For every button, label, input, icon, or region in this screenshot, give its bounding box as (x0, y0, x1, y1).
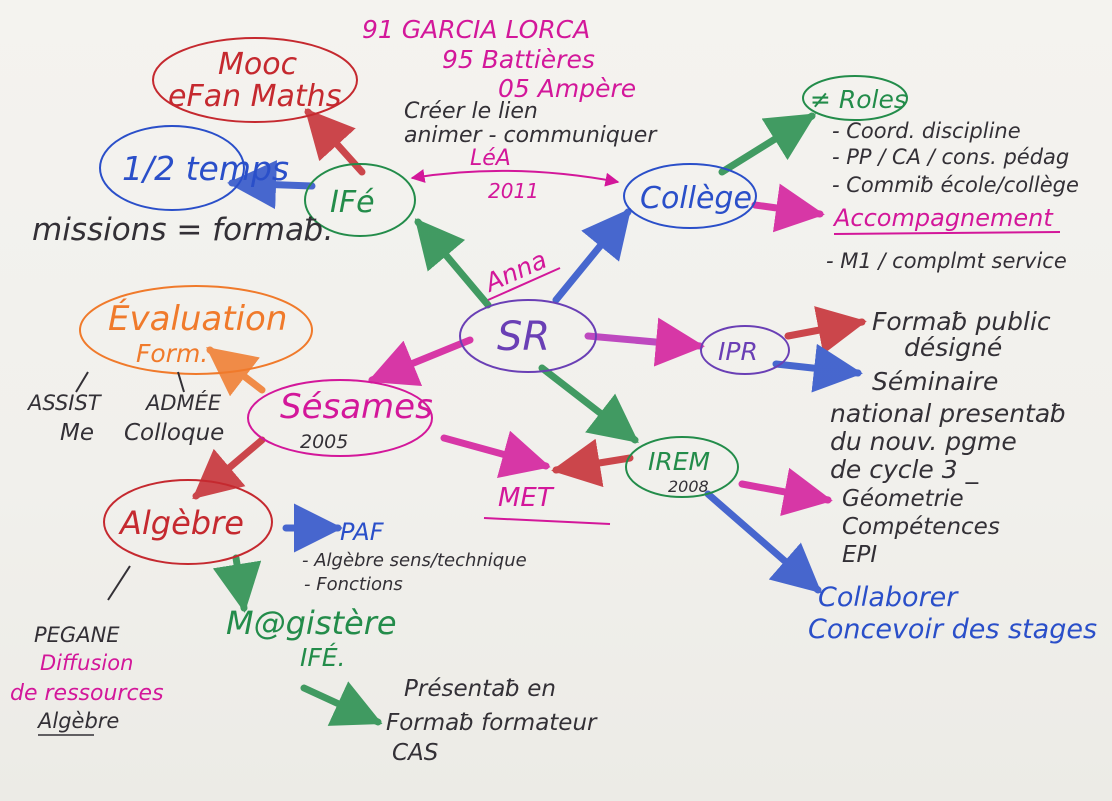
evaluation-right-stem (177, 371, 185, 393)
evaluation-left-stem (75, 371, 89, 393)
irem-year: 2008 (668, 477, 709, 496)
ife-note-line-1: Créer le lien (404, 99, 538, 124)
present-line-2: Formaƀ formateur (386, 710, 598, 736)
arrow-irem-to-topics (738, 467, 833, 517)
formation-line-2: désigné (904, 333, 1002, 362)
irem-topic-epi: EPI (842, 542, 877, 568)
roles-label: ≠ Roles (810, 85, 907, 114)
arrow-irem-to-met (551, 438, 634, 488)
seminar-line-2: national presentaƀ (830, 399, 1066, 428)
college-label: Collège (640, 181, 752, 216)
center-label: SR (497, 314, 550, 360)
present-line-1: Présentaƀ en (404, 676, 556, 702)
arrow-sr-to-ipr (584, 317, 705, 367)
sesames-year: 2005 (300, 431, 348, 453)
algebre-pegane-link (107, 565, 131, 601)
seminar-line-4: de cycle 3 _ (830, 455, 979, 484)
me-text: Me (60, 420, 94, 446)
algebre-small-text: Algèbre (36, 709, 119, 733)
lea-link-arrow (410, 169, 620, 187)
algebre-label: Algèbre (118, 504, 244, 542)
accompagnement-underline (833, 231, 1061, 235)
paf-label: PAF (340, 518, 385, 546)
ife-bubble (304, 163, 416, 237)
formation-line-1: Formaƀ public (872, 307, 1051, 336)
magistere-label: M@gistère (226, 604, 397, 642)
seminar-line-3: du nouv. pgme (830, 427, 1017, 456)
arrow-algebre-to-magistere (212, 554, 262, 613)
pegane-text: PEGANE (34, 623, 120, 647)
mooc-line-1: Mooc (218, 47, 298, 82)
arrow-sesames-to-irem (440, 430, 551, 478)
header-line-3: 05 Ampère (498, 74, 636, 103)
arrow-sr-to-college (552, 208, 632, 304)
arrow-college-to-roles (718, 112, 817, 176)
accompagnement-item: - M1 / complmt service (826, 249, 1067, 273)
college-bubble (623, 163, 757, 229)
arrow-college-to-accomp (751, 183, 825, 233)
arrow-sr-to-irem (538, 364, 639, 444)
arrow-sesames-to-algebre (192, 436, 266, 500)
ipr-bubble (700, 325, 790, 375)
collab-line-1: Collaborer (818, 582, 959, 613)
paf-item-1: - Algèbre sens/technique (302, 550, 527, 571)
header-line-2: 95 Battières (442, 45, 595, 74)
evaluation-line-2: Form. (136, 339, 208, 368)
irem-label: IREM (648, 447, 710, 476)
colloque-text: Colloque (124, 420, 224, 446)
paf-item-2: - Fonctions (304, 574, 403, 595)
arrow-ife-to-demi (227, 160, 316, 210)
center-bubble (459, 299, 597, 373)
ife-note-line-2: animer - communiquer (404, 123, 658, 148)
mooc-line-2: eFan Maths (168, 79, 341, 114)
roles-bubble (802, 75, 908, 121)
demi-bubble (99, 125, 245, 211)
evaluation-bubble (79, 285, 313, 375)
mooc-bubble (152, 37, 358, 123)
center-tag: Anna (479, 245, 551, 298)
collab-line-2: Concevoir des stages (808, 614, 1097, 645)
arrow-sesames-to-evaluation (206, 346, 266, 397)
sesames-bubble (247, 379, 433, 457)
diffusion-text: Diffusion (40, 651, 133, 675)
irem-bubble (625, 436, 739, 498)
evaluation-line-1: Évaluation (108, 298, 287, 339)
arrow-magistere-to-formation (300, 681, 383, 726)
ife2-label: IFÉ. (300, 643, 346, 672)
lea-label: LéA (470, 146, 511, 171)
anna-underline (487, 267, 561, 301)
cas-text: CAS (392, 740, 438, 766)
ipr-label: IPR (718, 337, 758, 366)
arrow-sr-to-sesames (367, 336, 474, 387)
accompagnement-label: Accompagnement (832, 204, 1054, 232)
roles-item-1: - Coord. discipline (832, 119, 1021, 143)
roles-item-2: - PP / CA / cons. pédag (832, 145, 1069, 169)
irem-topic-competences: Compétences (842, 514, 1000, 540)
met-underline (483, 517, 611, 525)
arrow-ipr-to-seminar (772, 343, 863, 393)
lea-year: 2011 (488, 179, 539, 203)
met-label: MET (498, 483, 555, 513)
arrow-irem-to-collab (704, 490, 822, 594)
seminar-line-1: Séminaire (872, 367, 998, 396)
roles-item-3: - Commiƀ école/collège (832, 173, 1079, 197)
irem-topic-geometrie: Géometrie (842, 486, 964, 512)
ife-label: IFé (330, 185, 375, 220)
algebre-bubble (103, 479, 273, 565)
ressources-text: de ressources (10, 681, 164, 706)
arrow-ipr-to-formation (784, 306, 867, 355)
admee-text: ADMÉE (144, 390, 222, 415)
header-line-1: 91 GARCIA LORCA (362, 15, 590, 44)
arrow-sr-to-ife (414, 218, 492, 309)
assist-text: ASSIST (26, 391, 103, 415)
demi-label: 1/2 temps (122, 149, 289, 188)
missions-text: missions = formaƀ. (32, 212, 334, 248)
sesames-label: Sésames (280, 387, 433, 427)
arrow-ife-to-mooc (304, 108, 366, 176)
